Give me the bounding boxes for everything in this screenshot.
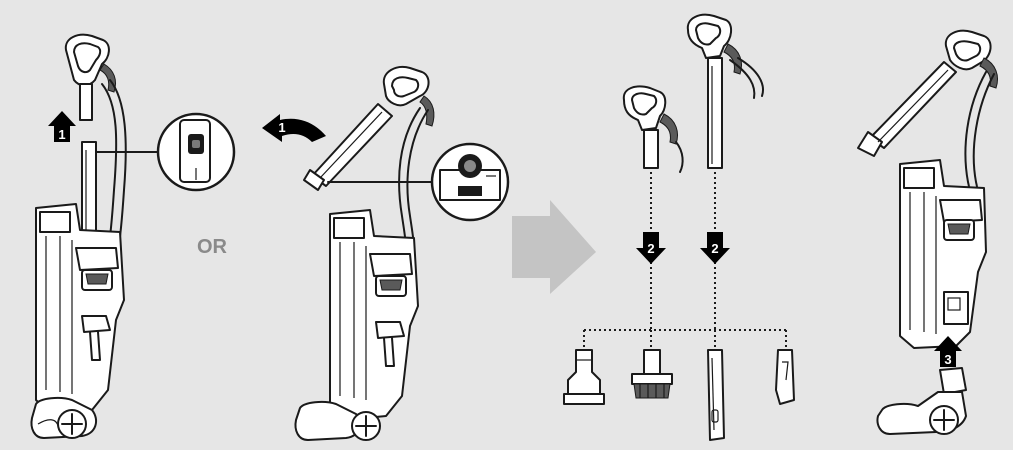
vacuum-upright-1	[30, 33, 127, 439]
crevice-tool-accessory	[775, 349, 795, 405]
wand-with-hose	[686, 13, 764, 169]
zoom-callout-2	[430, 142, 510, 222]
step-1b-label: 1	[278, 120, 285, 135]
step-1a-arrow: 1	[48, 111, 76, 142]
step-1b-arrow: 1	[262, 114, 326, 142]
pet-tool-accessory	[563, 349, 605, 405]
handle-piece	[622, 85, 684, 173]
step-3-arrow: 3	[934, 336, 962, 367]
step-2a-arrow: 2	[636, 232, 666, 264]
step-3-label: 3	[944, 352, 951, 367]
step-2b-label: 2	[711, 241, 718, 256]
or-text: OR	[197, 236, 228, 258]
extension-wand-accessory	[707, 349, 725, 441]
step-2a-label: 2	[647, 241, 654, 256]
brush-tool-accessory	[631, 349, 673, 399]
step-2b-arrow: 2	[700, 232, 730, 264]
zoom-callout-1	[156, 112, 236, 192]
step-1a-label: 1	[58, 127, 65, 142]
big-next-arrow	[512, 200, 596, 294]
vacuum-upright-2	[294, 66, 435, 441]
dotted-connectors	[583, 172, 787, 352]
vacuum-lifted	[857, 29, 998, 435]
